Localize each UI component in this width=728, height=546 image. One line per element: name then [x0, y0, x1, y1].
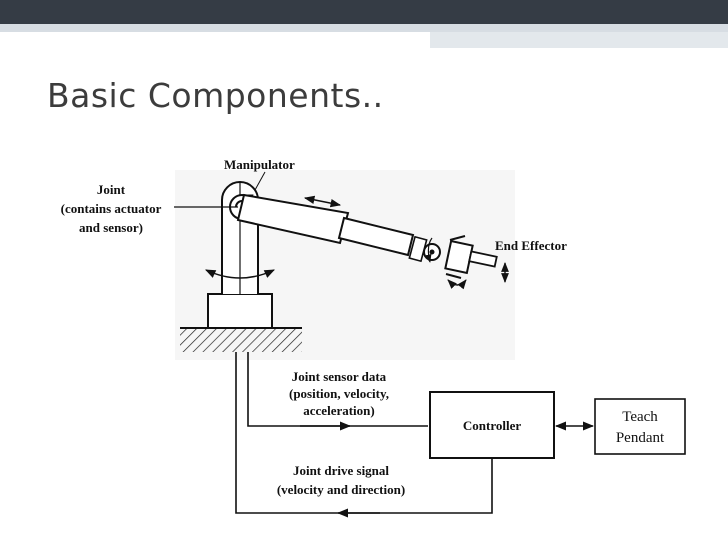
forearm: [337, 216, 415, 257]
label-joint-line1: Joint: [97, 182, 126, 197]
label-drive-line1: Joint drive signal: [293, 463, 389, 478]
slide-title: Basic Components..: [47, 76, 384, 115]
label-drive-line2: (velocity and direction): [277, 482, 405, 497]
header-accent-block: [430, 32, 728, 48]
label-joint-line3: and sensor): [79, 220, 143, 235]
teach-pendant-box: [594, 398, 686, 455]
label-teach-line2: Pendant: [616, 430, 665, 446]
label-sensor-line1: Joint sensor data: [292, 369, 387, 384]
label-teach-line1: Teach: [622, 409, 658, 425]
label-controller: Controller: [463, 418, 521, 433]
drive-signal-line: [235, 352, 493, 518]
ground: [180, 327, 302, 352]
robot-base: [207, 293, 273, 329]
header-accent-strip: [0, 24, 728, 32]
waist-rotation-arrow: [205, 269, 275, 279]
label-joint-line2: (contains actuator: [61, 201, 162, 216]
arm-extension-arrow: [303, 195, 342, 208]
label-end-effector: End Effector: [495, 238, 567, 253]
label-sensor-line3: acceleration): [303, 403, 374, 418]
label-manipulator: Manipulator: [224, 157, 295, 172]
sensor-data-line: [247, 352, 428, 431]
header-band: [0, 0, 728, 24]
manipulator-leader-line: [254, 171, 266, 191]
gripper-rotation-arrow: [447, 279, 467, 290]
wrist-rotation-arrow: [424, 237, 433, 263]
controller-box: [429, 391, 555, 459]
label-sensor-line2: (position, velocity,: [289, 386, 389, 401]
end-effector-gripper: [444, 235, 498, 279]
